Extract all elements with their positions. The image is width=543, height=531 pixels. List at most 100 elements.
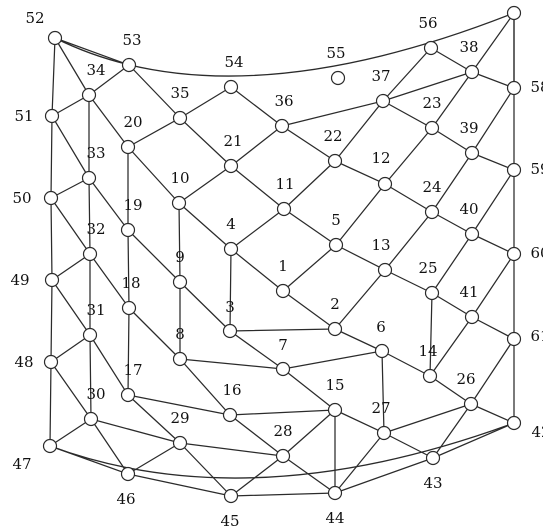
mesh-edge (471, 87, 515, 154)
node-label: 17 (123, 361, 142, 379)
node-label: 36 (274, 92, 293, 110)
mesh-edge (90, 418, 181, 444)
mesh-edge (178, 202, 232, 250)
mesh-node-27 (376, 425, 392, 441)
node-label: 25 (418, 259, 437, 277)
mesh-edge (88, 94, 129, 148)
mesh-node-55 (330, 70, 346, 86)
mesh-edge (89, 253, 130, 309)
mesh-node-38 (464, 64, 480, 80)
mesh-edge (431, 211, 473, 235)
mesh-edge (127, 307, 130, 396)
node-label: 32 (86, 220, 105, 238)
node-label: 10 (170, 169, 189, 187)
mesh-edge (179, 442, 232, 497)
node-label: 15 (325, 376, 344, 394)
mesh-edge (89, 334, 129, 396)
mesh-edge (471, 253, 515, 318)
mesh-edge (229, 409, 336, 416)
mesh-edge (51, 115, 90, 179)
mesh-edge (382, 71, 473, 102)
mesh-node-14 (422, 368, 438, 384)
mesh-edge (381, 350, 431, 377)
mesh-edge (471, 316, 515, 340)
mesh-edge (50, 334, 91, 363)
mesh-edge (230, 125, 283, 167)
node-label: 53 (122, 31, 141, 49)
node-label: 54 (224, 53, 243, 71)
mesh-node-53 (121, 57, 137, 73)
node-label: 47 (12, 455, 31, 473)
mesh-edge (334, 100, 384, 162)
mesh-edge (282, 244, 337, 292)
mesh-node-34 (81, 87, 97, 103)
node-label: 33 (86, 144, 105, 162)
mesh-edge (334, 269, 386, 330)
mesh-node-60 (506, 246, 522, 262)
node-label: 28 (273, 422, 292, 440)
mesh-node-50 (43, 190, 59, 206)
node-label: 59 (530, 160, 543, 178)
mesh-edge (431, 152, 473, 213)
node-label: 22 (323, 127, 342, 145)
node-label: 52 (25, 9, 44, 27)
node-label: 13 (371, 236, 390, 254)
mesh-edge (50, 197, 91, 255)
bottom-boundary-curve (49, 422, 515, 479)
mesh-edge (429, 375, 472, 405)
mesh-edge (282, 455, 336, 494)
mesh-node-18 (121, 300, 137, 316)
mesh-edge (49, 361, 52, 447)
mesh-edge (335, 183, 386, 246)
mesh-node-58 (506, 80, 522, 96)
mesh-edge (282, 290, 336, 330)
mesh-node-24 (424, 204, 440, 220)
mesh-edge (179, 442, 284, 457)
mesh-edge (431, 292, 473, 318)
node-label: 46 (116, 490, 135, 508)
mesh-node-11 (276, 201, 292, 217)
node-label: 2 (330, 295, 340, 313)
mesh-edge (282, 368, 336, 411)
mesh-edge (179, 358, 231, 416)
mesh-edge (384, 211, 433, 271)
node-label: 37 (371, 67, 390, 85)
node-label: 14 (418, 342, 437, 360)
mesh-edge (282, 350, 383, 370)
mesh-node-21 (223, 158, 239, 174)
node-label: 38 (459, 38, 478, 56)
mesh-edge (229, 248, 232, 332)
node-label: 60 (530, 244, 543, 262)
node-label: 9 (175, 248, 185, 266)
mesh-edge (334, 160, 386, 185)
node-label: 51 (14, 107, 33, 125)
mesh-node-22 (327, 153, 343, 169)
node-label: 56 (418, 14, 437, 32)
node-label: 44 (325, 509, 344, 527)
mesh-node-17 (120, 387, 136, 403)
mesh-edge (471, 233, 515, 255)
mesh-edge (429, 316, 473, 377)
node-label: 7 (278, 336, 288, 354)
mesh-edge (384, 269, 433, 294)
mesh-edge (430, 47, 473, 73)
mesh-node-26 (463, 396, 479, 412)
mesh-edge (230, 86, 283, 127)
mesh-edge (281, 125, 336, 162)
node-label: 24 (422, 178, 441, 196)
mesh-node-7 (275, 361, 291, 377)
mesh-edge (471, 12, 515, 73)
node-label: 39 (459, 119, 478, 137)
node-label: 23 (422, 94, 441, 112)
mesh-edge (50, 115, 53, 199)
mesh-edge (179, 117, 232, 167)
mesh-node-45 (223, 488, 239, 504)
mesh-edge (334, 328, 383, 352)
mesh-edge (127, 394, 231, 416)
mesh-node-47 (42, 438, 58, 454)
mesh-edge (127, 394, 181, 444)
node-label: 49 (10, 271, 29, 289)
mesh-node-36 (274, 118, 290, 134)
